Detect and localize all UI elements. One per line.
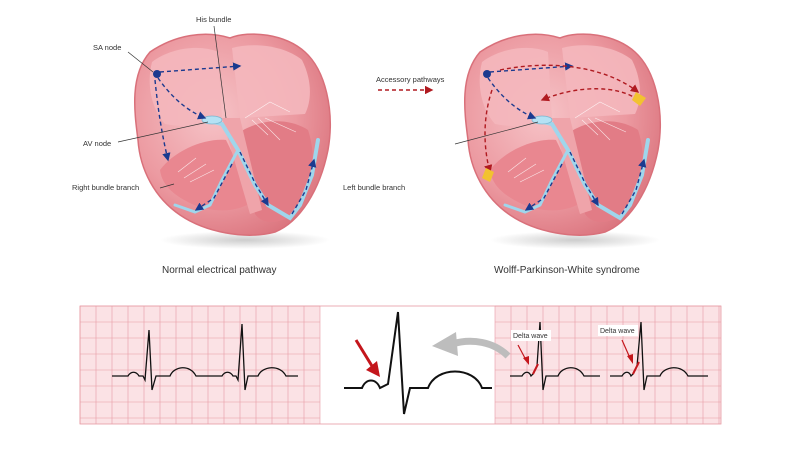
zoom-arrow-gray xyxy=(432,332,511,359)
right-ventricle xyxy=(160,139,255,211)
accessory-node-left xyxy=(482,168,494,182)
valve-leaflets xyxy=(507,101,627,183)
leader-lines-normal xyxy=(117,25,227,189)
ecg-trace-wpw xyxy=(510,321,708,391)
label-sa-node: SA node xyxy=(93,43,121,52)
label-accessory-pathways: Accessory pathways xyxy=(376,75,445,84)
heart-normal xyxy=(117,25,331,249)
delta-wave-highlight-1 xyxy=(532,363,539,375)
ecg-grid-zoom xyxy=(320,306,495,424)
accessory-pathway-arrows xyxy=(484,64,640,174)
ecg-trace-zoom xyxy=(344,311,492,415)
delta-wave-pointer-head-1 xyxy=(523,356,529,365)
right-ventricle xyxy=(490,139,585,211)
normal-conduction-arrows xyxy=(154,62,317,215)
ecg-grid-lines xyxy=(79,305,721,424)
delta-wave-highlight-2 xyxy=(632,361,640,375)
heart-shadow xyxy=(160,231,330,249)
delta-wave-arrow-red xyxy=(354,339,380,377)
heart-shadow xyxy=(490,231,660,249)
left-atrium xyxy=(562,45,640,118)
label-right-bundle-branch: Right bundle branch xyxy=(72,183,139,192)
right-atrium xyxy=(479,47,552,127)
ecg-strip: Delta wave Delta wave xyxy=(79,305,722,425)
delta-wave-pointer-2 xyxy=(621,339,631,359)
label-his-bundle: His bundle xyxy=(196,15,231,24)
label-av-node: AV node xyxy=(83,139,111,148)
ecg-trace-normal xyxy=(112,323,298,391)
left-atrium xyxy=(232,45,310,118)
leader-line-av-node xyxy=(454,121,539,145)
ecg-grid-normal xyxy=(80,306,320,424)
label-delta-wave-1: Delta wave xyxy=(513,333,548,340)
valve-leaflets xyxy=(177,101,297,183)
accessory-node-right xyxy=(632,92,646,106)
sa-node-marker xyxy=(153,70,161,78)
label-left-bundle-branch: Left bundle branch xyxy=(343,183,405,192)
right-atrium xyxy=(149,47,222,127)
ecg-strip-border xyxy=(79,305,722,425)
right-bundle-tract xyxy=(173,148,240,214)
caption-normal: Normal electrical pathway xyxy=(162,265,277,276)
delta-wave-label-bg-1 xyxy=(511,330,551,341)
sa-node-marker xyxy=(483,70,491,78)
right-bundle-tract xyxy=(503,148,570,214)
heart-wpw xyxy=(454,33,661,249)
caption-wpw: Wolff-Parkinson-White syndrome xyxy=(494,265,640,276)
delta-wave-pointer-head-2 xyxy=(627,354,633,364)
label-delta-wave-2: Delta wave xyxy=(600,328,635,335)
delta-wave-label-bg-2 xyxy=(598,325,638,336)
wpw-conduction-arrows xyxy=(487,62,647,215)
